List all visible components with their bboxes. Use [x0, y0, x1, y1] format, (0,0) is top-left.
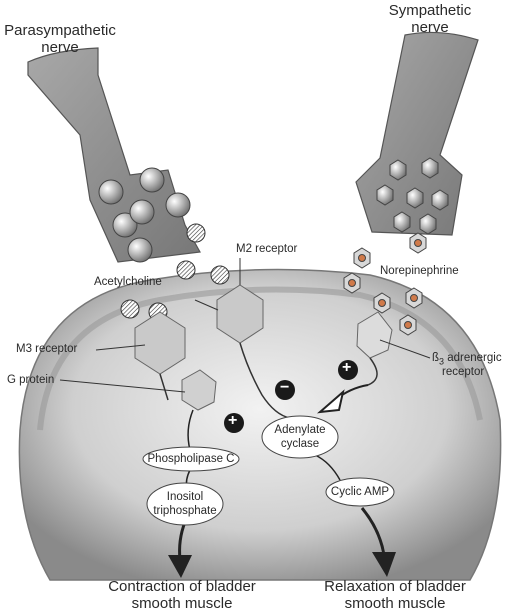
- adenylate-cyclase-label: Adenylate cyclase: [262, 423, 338, 451]
- pathway-ovals: [142, 415, 395, 526]
- inositol-triphosphate-oval: [146, 482, 224, 526]
- sympathetic-nerve-terminal: [355, 31, 479, 236]
- m2-receptor: [216, 284, 291, 419]
- norepinephrine-molecule: [373, 292, 391, 314]
- stimulation-sign-plc: [224, 413, 244, 433]
- contraction-line1: Contraction of bladder: [108, 578, 256, 595]
- plus-sign-plc: +: [228, 412, 238, 429]
- ac-to-camp-line: [314, 454, 341, 481]
- relaxation-arrow: [360, 507, 396, 577]
- beta3-subscript: 3: [439, 356, 445, 367]
- acetylcholine-label: Acetylcholine: [94, 276, 162, 288]
- acetylcholine-molecule: [176, 260, 196, 280]
- acetylcholine-molecule: [210, 265, 230, 285]
- g-protein-label: G protein: [7, 374, 55, 386]
- sympathetic-line1: Sympathetic: [388, 2, 472, 19]
- parasympathetic-nerve-terminal: [27, 47, 201, 263]
- synaptic-vesicle: [129, 199, 155, 225]
- parasympathetic-nerve-label: Parasympathetic nerve: [0, 22, 120, 56]
- parasympathetic-line2: nerve: [41, 39, 79, 56]
- parasympathetic-line1: Parasympathetic: [4, 22, 116, 39]
- g-protein: [181, 369, 217, 411]
- phospholipase-c-oval: [142, 446, 240, 472]
- inositol-line1: Inositol: [166, 491, 204, 503]
- m3-receptor-label: M3 receptor: [16, 343, 78, 355]
- beta3-receptor-line2: receptor: [442, 366, 485, 379]
- leader-lines: [59, 258, 431, 393]
- m3-receptor: [134, 311, 186, 401]
- synaptic-vesicle: [389, 159, 407, 181]
- plus-sign-ac: +: [342, 359, 352, 376]
- norepinephrine-molecule: [409, 232, 427, 254]
- cyclic-amp-oval: [325, 477, 395, 507]
- contraction-line2: smooth muscle: [131, 595, 233, 612]
- relaxation-label: Relaxation of bladder smooth muscle: [300, 578, 490, 612]
- beta3-receptor: [356, 311, 393, 386]
- beta3-adrenergic-text: adrenergic: [444, 352, 502, 364]
- synaptic-vesicle: [98, 179, 124, 205]
- synaptic-vesicle: [165, 192, 191, 218]
- activation-arrow: [316, 384, 369, 414]
- norepinephrine-molecule: [405, 287, 423, 309]
- norepinephrine-molecules: [343, 232, 427, 336]
- norepinephrine-molecule: [399, 314, 417, 336]
- inositol-line2: triphosphate: [153, 505, 217, 517]
- m2-receptor-label: M2 receptor: [236, 243, 298, 255]
- inhibition-sign: [275, 380, 295, 400]
- minus-sign: −: [280, 379, 290, 396]
- adenylate-cyclase-line1: Adenylate: [274, 424, 326, 436]
- beta3-symbol: ß: [432, 352, 440, 364]
- synaptic-vesicle: [393, 211, 411, 233]
- contraction-label: Contraction of bladder smooth muscle: [82, 578, 282, 612]
- relaxation-line1: Relaxation of bladder: [324, 578, 466, 595]
- synaptic-vesicle: [139, 167, 165, 193]
- synaptic-vesicle: [112, 212, 138, 238]
- phospholipase-c-label: Phospholipase C: [147, 453, 235, 465]
- norepinephrine-label: Norepinephrine: [380, 265, 459, 277]
- relaxation-line2: smooth muscle: [344, 595, 446, 612]
- adenylate-cyclase-oval: [261, 415, 339, 459]
- synaptic-vesicle: [127, 237, 153, 263]
- acetylcholine-molecule: [186, 223, 206, 243]
- cyclic-amp-label: Cyclic AMP: [330, 486, 390, 498]
- sympathetic-line2: nerve: [411, 19, 449, 36]
- inositol-triphosphate-label: Inositol triphosphate: [145, 490, 225, 518]
- norepinephrine-molecule: [343, 272, 361, 294]
- adenylate-cyclase-line2: cyclase: [280, 438, 320, 450]
- synaptic-vesicle: [431, 189, 449, 211]
- synaptic-vesicle: [376, 184, 394, 206]
- sympathetic-nerve-label: Sympathetic nerve: [380, 2, 480, 36]
- stimulation-sign-ac: [338, 360, 358, 380]
- synaptic-vesicle: [419, 213, 437, 235]
- beta3-receptor-label: ß3 adrenergic receptor: [432, 352, 502, 378]
- synaptic-vesicle: [421, 157, 439, 179]
- acetylcholine-molecule: [120, 299, 140, 319]
- norepinephrine-molecule: [353, 247, 371, 269]
- synaptic-vesicle: [406, 187, 424, 209]
